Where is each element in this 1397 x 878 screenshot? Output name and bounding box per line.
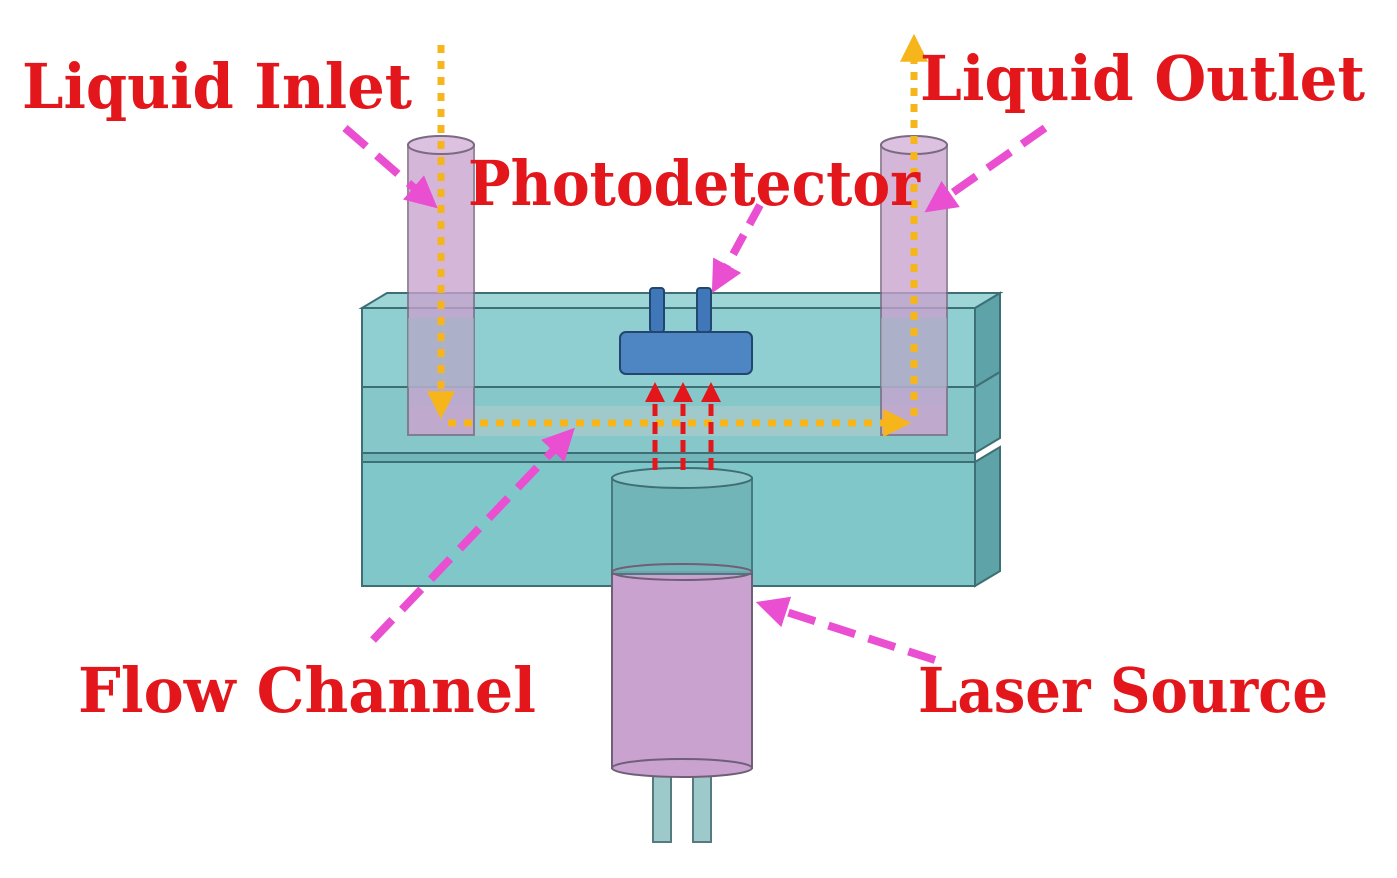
label-liquid-outlet: Liquid Outlet	[920, 42, 1365, 115]
laser-pin-left	[652, 767, 672, 843]
label-flow-channel: Flow Channel	[78, 654, 536, 727]
callout-arrow-photodetector	[711, 203, 764, 294]
chip-middle-layer-side	[974, 370, 1001, 455]
laser-beams	[645, 382, 721, 470]
chip-top-layer-side	[974, 291, 1001, 389]
photodetector-pin-right	[696, 287, 712, 333]
laser-housing	[611, 571, 753, 769]
label-laser-source: Laser Source	[918, 654, 1328, 727]
callout-arrow-outlet	[924, 124, 1048, 213]
callout-arrow-inlet	[342, 124, 438, 209]
photodetector-component	[619, 287, 753, 375]
callout-arrows	[342, 124, 1048, 664]
photodetector-body	[619, 331, 753, 375]
chip-bottom-layer-side	[974, 445, 1001, 588]
callout-arrow-flow-channel	[370, 427, 575, 643]
liquid-flow-path	[427, 33, 928, 437]
label-photodetector: Photodetector	[468, 147, 921, 220]
laser-pin-right	[692, 767, 712, 843]
label-liquid-inlet: Liquid Inlet	[22, 50, 412, 123]
callout-arrow-laser-source	[755, 596, 937, 664]
laser-source-component	[611, 467, 753, 843]
photodetector-pin-left	[649, 287, 665, 333]
chip-seal-layer	[361, 452, 976, 463]
laser-head	[611, 477, 753, 575]
